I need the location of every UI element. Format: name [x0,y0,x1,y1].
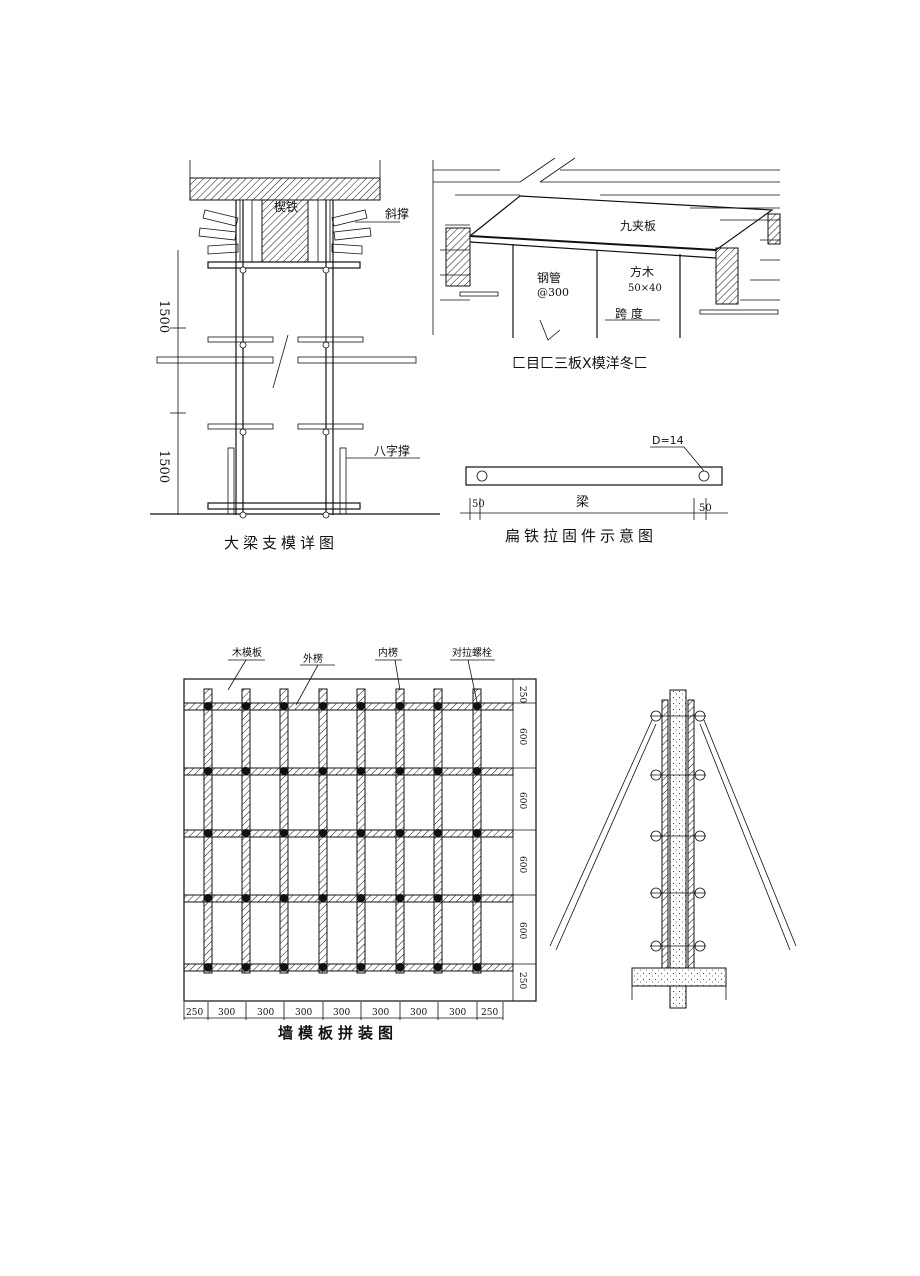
bearer-top [207,261,361,269]
bottom-dim-7: 300 [410,1008,427,1018]
right-dim-5: 600 [517,922,527,939]
wall-ties [650,715,706,947]
bottom-dim-5: 300 [333,1008,350,1018]
wall-formwork-figure: 250 600 600 600 600 250 250 300 300 300 … [183,646,537,1042]
right-dim-4: 600 [517,856,527,873]
brick-walls [432,157,780,335]
beam-detail-figure: 1500 1500 楔铁 斜撑 八字撑 大梁支模详图 [150,160,440,552]
clamp-circles [239,266,330,519]
right-dim-2: 600 [517,728,527,745]
wall-concrete [669,689,687,969]
beam-section [189,177,381,201]
tie-bolts [204,702,481,971]
label-tie-bolt: 对拉螺栓 [452,646,492,659]
label-timber: 方木 [630,264,654,279]
label-wood-form: 木模板 [232,646,262,659]
outer-ribs [183,702,514,972]
label-beam: 梁 [576,495,589,510]
dim-lower: 1500 [156,450,171,483]
footing [631,967,727,987]
bottom-dim-1: 250 [186,1008,203,1018]
label-pipe-spacing: @300 [537,286,569,299]
slab-formwork-figure: 九夹板 钢管 @300 方木 50×40 跨 度 匚目匚三板X模洋冬匚 [432,157,781,372]
bottom-dim-2: 300 [218,1008,235,1018]
flat-iron-tie-figure: D=14 50 梁 50 扁铁拉固件示意图 [460,434,728,545]
bottom-dim-6: 300 [372,1008,389,1018]
steel-props [512,244,681,338]
diagonal-braces [549,719,797,951]
bottom-dim-9: 250 [481,1008,498,1018]
label-steel-pipe: 钢管 [537,270,561,285]
label-span: 跨 度 [615,306,643,321]
label-inner-rib: 内楞 [378,646,398,659]
label-diameter: D=14 [652,434,684,447]
label-timber-size: 50×40 [628,283,662,294]
title-flat-iron-tie: 扁铁拉固件示意图 [505,527,657,545]
right-dim-1: 250 [517,686,527,703]
label-plywood: 九夹板 [620,219,656,233]
title-beam-detail: 大梁支模详图 [224,534,338,552]
wall-rib-circles [650,710,706,952]
right-dim-3: 600 [517,792,527,809]
dim-left: 50 [472,499,485,510]
title-wall-formwork: 墙模板拼装图 [278,1024,398,1042]
dim-right: 50 [699,503,712,514]
label-wedge: 楔铁 [274,200,298,214]
label-splay-brace: 八字撑 [374,443,410,458]
title-slab-formwork: 匚目匚三板X模洋冬匚 [512,356,648,372]
flat-iron-bar [465,466,723,486]
bottom-dim-3: 300 [257,1008,274,1018]
dim-upper: 1500 [156,300,171,333]
bottom-dim-4: 300 [295,1008,312,1018]
label-brace: 斜撑 [385,206,409,221]
wall-frame [183,678,537,1002]
wall-section-figure [549,689,797,1009]
beam-body [261,199,309,263]
label-outer-rib: 外楞 [303,652,323,665]
bottom-dim-8: 300 [449,1008,466,1018]
right-dim-6: 250 [517,972,527,989]
